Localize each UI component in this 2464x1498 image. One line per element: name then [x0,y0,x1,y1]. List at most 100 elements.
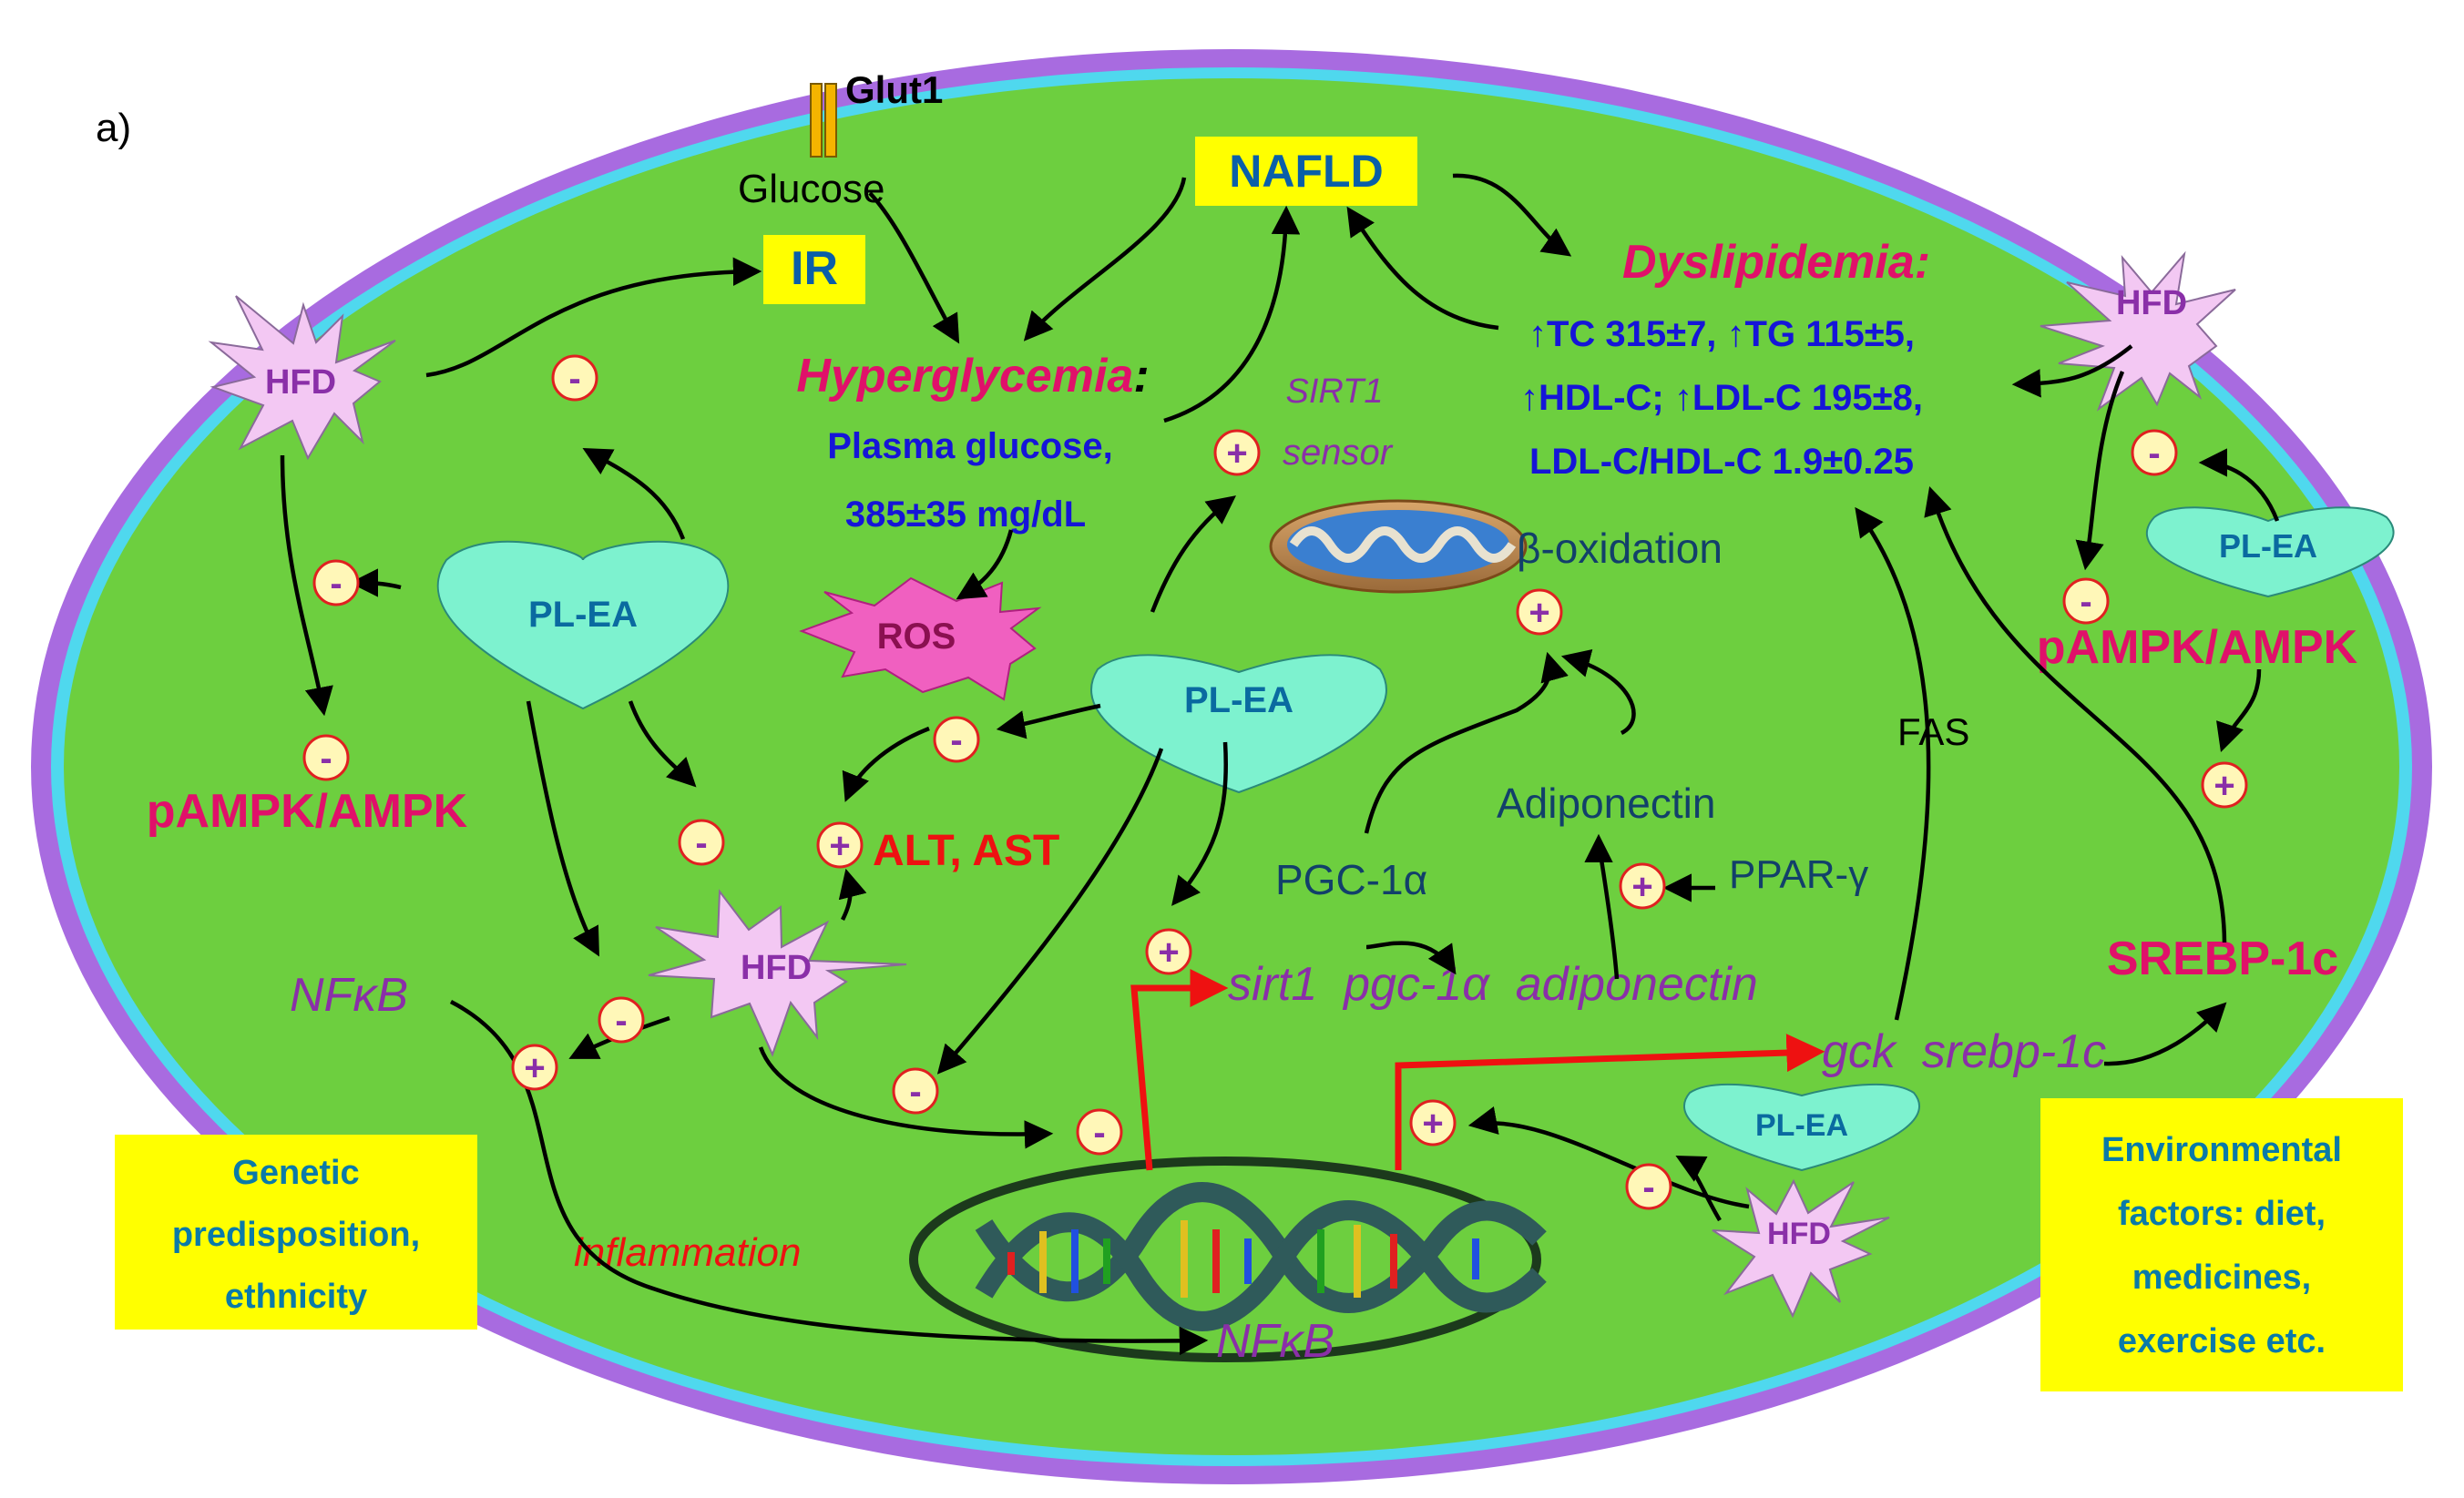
hfd-label-left: HFD [265,363,336,402]
ros-star: ROS [799,576,1042,701]
nafld-box [1195,137,1417,206]
pl-ea-label-right: PL-EA [2219,527,2317,565]
plus-sign [1145,928,1192,975]
minus-sign [2062,577,2110,625]
pl-ea-label-center: PL-EA [1184,680,1293,720]
genes-row-1: sirt1 pgc-1α adiponectin [1228,958,1758,1011]
plus-sign-text: + [524,1048,545,1088]
hfd-label-bottom: HFD [1767,1217,1831,1251]
regulation-signs: - - - - + - + + - + + - - + + - - - [302,354,2248,1210]
plus-sign-text: + [1631,867,1652,907]
minus-sign [933,716,980,763]
hfd-star-bottom: HFD [1712,1178,1890,1319]
ir-label: IR [791,242,838,295]
pathway-arrows [280,173,2280,1356]
plus-sign [1619,862,1666,910]
environmental-factors-box: Environmental factors: diet, medicines, … [2040,1098,2403,1391]
pl-ea-heart-center: PL-EA [1090,654,1387,794]
pl-ea-label-left: PL-EA [528,595,638,635]
plus-sign-text: + [2214,766,2234,806]
minus-sign [312,559,360,606]
plus-sign [1409,1099,1457,1146]
minus-sign [551,354,598,402]
environment-line4: exercise etc. [2118,1322,2326,1360]
genetic-line3: ethnicity [225,1278,367,1316]
hfd-label-center: HFD [741,949,812,987]
environment-line1: Environmental [2101,1131,2342,1169]
genetic-line1: Genetic [232,1154,359,1192]
hyperglycemia-title: Hyperglycemia: [796,350,1149,403]
minus-sign-text: - [330,564,342,604]
minus-sign [678,819,725,866]
transcription-arrows [1130,969,1825,1171]
hyperglycemia-line2: 385±35 mg/dL [845,494,1086,535]
plus-sign-text: + [1528,593,1549,633]
minus-sign [302,734,350,781]
glut1-label: Glut1 [845,68,943,111]
minus-sign [2131,429,2178,476]
plus-sign [1516,588,1563,636]
pampk-right-label: pAMPK/AMPK [2037,621,2358,674]
pampk-left-label: pAMPK/AMPK [147,785,468,838]
hyperglycemia-line1: Plasma glucose, [827,426,1112,466]
plus-sign [2201,761,2248,809]
minus-sign-text: - [950,720,962,760]
panel-label: a) [96,106,131,150]
fas-label: FAS [1897,710,1969,753]
plus-sign-text: + [829,826,850,866]
pl-ea-label-bottom: PL-EA [1755,1108,1848,1143]
pgc1a-label: PGC-1α [1275,856,1427,903]
dyslipidemia-line3: LDL-C/HDL-C 1.9±0.25 [1529,442,1914,482]
dyslipidemia-title: Dyslipidemia: [1622,236,1930,289]
beta-oxidation-label: β-oxidation [1517,525,1723,572]
plus-sign-text: + [1422,1104,1443,1144]
plus-sign [816,821,864,869]
hfd-star-left: HFD [208,295,396,461]
minus-sign [1076,1108,1123,1156]
plus-sign-text: + [1226,433,1247,474]
genes-row-2: gck srebp-1c [1822,1025,2106,1078]
nfkb-gene-label: NFκB [1216,1315,1334,1368]
minus-sign-text: - [615,1001,627,1041]
pl-ea-heart-bottom: PL-EA [1683,1083,1920,1172]
minus-sign [892,1067,939,1115]
dyslipidemia-line1: ↑TC 315±7, ↑TG 115±5, [1528,314,1915,354]
ppar-gamma-label: PPAR-γ [1729,852,1868,897]
glucose-label: Glucose [738,167,884,211]
minus-sign-text: - [568,359,580,399]
adiponectin-label: Adiponectin [1497,780,1715,827]
plus-sign-text: + [1158,932,1179,973]
sirt1-sensor-line1: SIRT1 [1285,372,1383,411]
nafld-label: NAFLD [1229,146,1383,197]
plus-sign [1213,429,1261,476]
sirt1-sensor-line2: sensor [1283,433,1394,473]
ir-box [763,235,865,304]
environment-line3: medicines, [2132,1259,2311,1297]
dna-nucleus-icon [909,1157,1547,1362]
minus-sign-text: - [1642,1167,1654,1208]
genetic-line2: predisposition, [172,1216,420,1254]
minus-sign-text: - [2148,433,2160,474]
alt-ast-label: ALT, AST [873,827,1059,875]
nfkb-left-label: NFκB [290,969,408,1022]
minus-sign [1625,1163,1672,1210]
minus-sign [598,996,645,1044]
hfd-star-center: HFD [648,889,907,1057]
environment-line2: factors: diet, [2118,1195,2326,1233]
minus-sign-text: - [2080,582,2091,622]
plus-sign [511,1044,558,1091]
hfd-star-right: HFD [2040,250,2236,412]
hfd-label-right: HFD [2116,284,2187,322]
genetic-predisposition-box: Genetic predisposition, ethnicity [115,1135,477,1330]
pl-ea-heart-left: PL-EA [436,540,730,710]
ros-label: ROS [877,617,956,657]
minus-sign-text: - [909,1072,921,1112]
mitochondrion-icon [1269,499,1528,594]
glut1-transporter-icon [810,83,837,158]
minus-sign-text: - [695,823,707,863]
minus-sign-text: - [320,739,332,779]
minus-sign-text: - [1093,1113,1105,1153]
pl-ea-heart-right: PL-EA [2145,506,2395,598]
dyslipidemia-line2: ↑HDL-C; ↑LDL-C 195±8, [1520,378,1923,418]
